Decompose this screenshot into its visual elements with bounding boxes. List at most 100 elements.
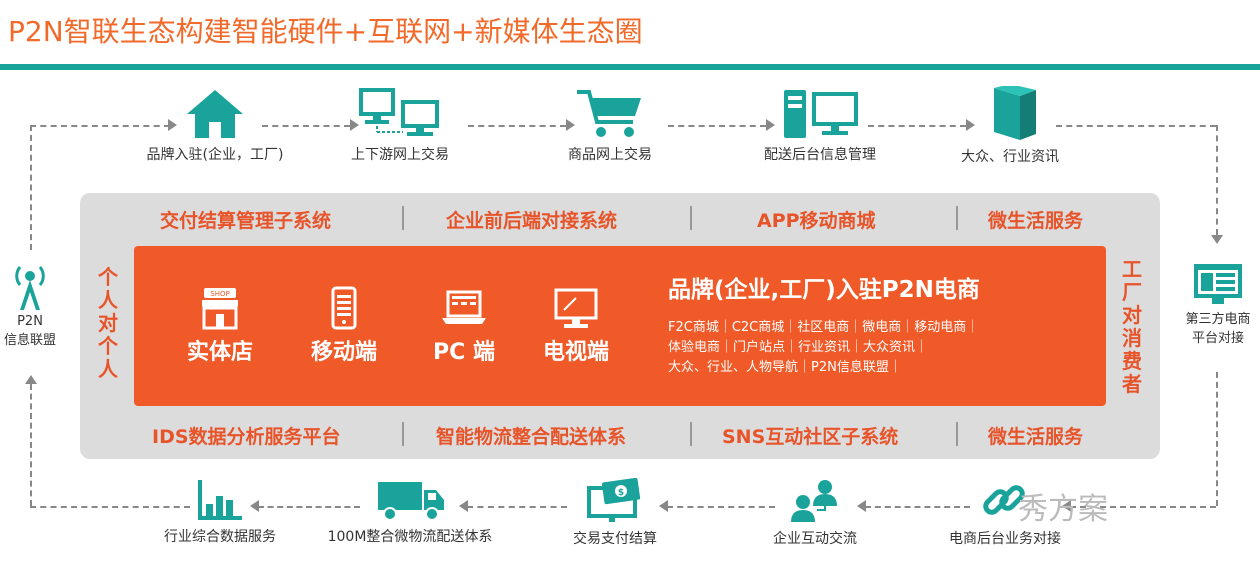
flow-arrow [766, 119, 775, 131]
gray-bottom-item: 微生活服务 [988, 426, 1084, 448]
flow-line-top-3 [668, 125, 766, 127]
flow-arrow [1062, 500, 1071, 512]
bottom-node-backend-link: 电商后台业务对接 [920, 478, 1090, 548]
bottom-node-label: 行业综合数据服务 [164, 529, 276, 545]
top-node-label: 配送后台信息管理 [764, 147, 876, 163]
separator [690, 206, 692, 230]
server-monitor-icon [784, 90, 858, 138]
brand-line: F2C商城｜C2C商城｜社区电商｜微电商｜移动电商｜ [668, 320, 980, 335]
truck-icon [378, 482, 444, 521]
bottom-node-label: 电商后台业务对接 [949, 531, 1061, 547]
chain-link-icon [983, 485, 1025, 515]
svg-text:SHOP: SHOP [210, 290, 229, 298]
device-label: 电视端 [542, 340, 609, 365]
gray-bottom-item: 智能物流整合配送体系 [436, 426, 627, 448]
flow-line-top-left [30, 125, 170, 127]
left-node-label-1: P2N [17, 314, 43, 329]
flow-line-left-up [30, 125, 32, 250]
tv-icon [554, 288, 598, 328]
right-node-label-1: 第三方电商 [1185, 312, 1251, 327]
book-icon [994, 86, 1036, 140]
right-node-label-2: 平台对接 [1191, 331, 1244, 346]
top-node-brand-entry: 品牌入驻(企业，工厂) [120, 88, 310, 164]
payment-screen-icon: $ [587, 478, 641, 522]
top-node-label: 品牌入驻(企业，工厂) [146, 147, 284, 163]
flow-arrow [25, 375, 37, 384]
brand-title: 品牌(企业,工厂)入驻P2N电商 [668, 277, 980, 303]
bottom-node-label: 企业互动交流 [773, 531, 857, 547]
bottom-node-industry-data: 行业综合数据服务 [150, 478, 290, 546]
device-pc: PC 端 [414, 286, 514, 366]
device-label: PC 端 [433, 340, 495, 365]
brand-line: 体验电商｜门户站点｜行业资讯｜大众资讯｜ [668, 340, 929, 355]
device-store: SHOP 实体店 [170, 286, 270, 366]
top-node-news: 大众、行业资讯 [940, 86, 1080, 166]
separator [402, 422, 404, 446]
top-node-label: 上下游网上交易 [351, 147, 449, 163]
watermark-text: 秀方案 [1018, 492, 1108, 527]
flow-line-top-right [1056, 125, 1216, 127]
flow-arrow [966, 119, 975, 131]
bottom-node-label: 100M整合微物流配送体系 [327, 529, 493, 545]
house-icon [187, 90, 243, 138]
laptop-icon [442, 290, 486, 324]
flow-arrow [168, 119, 177, 131]
flow-line-left-bottom-up [30, 384, 32, 506]
two-monitors-icon [359, 88, 439, 136]
device-tv: 电视端 [526, 286, 626, 366]
flow-line-bottom-3 [667, 506, 775, 508]
svg-text:$: $ [618, 488, 624, 498]
bottom-node-payment: $ 交易支付结算 [540, 478, 690, 548]
device-label: 移动端 [310, 340, 377, 365]
top-node-delivery-backend: 配送后台信息管理 [735, 88, 905, 164]
flow-line-bottom-1 [258, 506, 360, 508]
flow-arrow [459, 500, 468, 512]
gray-top-item: 交付结算管理子系统 [160, 210, 332, 232]
flow-line-bottom-right [1070, 506, 1216, 508]
right-node-third-party: 第三方电商 平台对接 [1176, 262, 1260, 346]
device-label: 实体店 [186, 340, 253, 365]
shopping-cart-icon [577, 90, 641, 137]
flow-line-bottom-left [30, 506, 190, 508]
flow-line-top-2 [468, 125, 566, 127]
signal-tower-icon [15, 266, 45, 310]
bar-chart-icon [198, 480, 242, 520]
flow-line-right-down-2 [1216, 372, 1218, 506]
gray-bottom-item: SNS互动社区子系统 [722, 426, 899, 448]
title-divider [0, 64, 1260, 70]
flow-line-top-1 [262, 125, 350, 127]
flow-arrow [566, 119, 575, 131]
top-node-label: 大众、行业资讯 [961, 149, 1059, 165]
brand-line: 大众、行业、人物导航｜P2N信息联盟｜ [668, 360, 902, 375]
left-node-label-2: 信息联盟 [3, 333, 56, 348]
flow-arrow [857, 500, 866, 512]
flow-line-top-4 [868, 125, 966, 127]
flow-arrow [350, 119, 359, 131]
flow-arrow [659, 500, 668, 512]
separator [956, 422, 958, 446]
flow-line-bottom-4 [865, 506, 970, 508]
separator [402, 206, 404, 230]
left-vertical-label: 个人对个人 [98, 265, 118, 381]
flow-line-right-down [1216, 125, 1218, 235]
gray-top-item: APP移动商城 [757, 210, 876, 232]
channel-panel [134, 246, 1106, 406]
flow-arrow [1211, 235, 1223, 244]
top-node-label: 商品网上交易 [568, 147, 652, 163]
top-node-updown-trade: 上下游网上交易 [320, 86, 480, 164]
separator [956, 206, 958, 230]
shop-icon: SHOP [202, 288, 238, 330]
gray-bottom-item: IDS数据分析服务平台 [152, 426, 341, 448]
separator [690, 422, 692, 446]
top-node-goods-trade: 商品网上交易 [530, 88, 690, 164]
flow-line-bottom-2 [467, 506, 567, 508]
gray-top-item: 企业前后端对接系统 [446, 210, 618, 232]
right-vertical-label: 工厂对消费者 [1122, 257, 1142, 396]
mobile-icon [331, 286, 357, 330]
bottom-node-enterprise-chat: 企业互动交流 [750, 478, 880, 548]
bottom-node-label: 交易支付结算 [573, 531, 657, 547]
device-mobile: 移动端 [294, 286, 394, 366]
bottom-node-logistics: 100M整合微物流配送体系 [320, 478, 500, 546]
left-node-p2n-alliance: P2N 信息联盟 [0, 262, 62, 348]
flow-arrow [250, 500, 259, 512]
